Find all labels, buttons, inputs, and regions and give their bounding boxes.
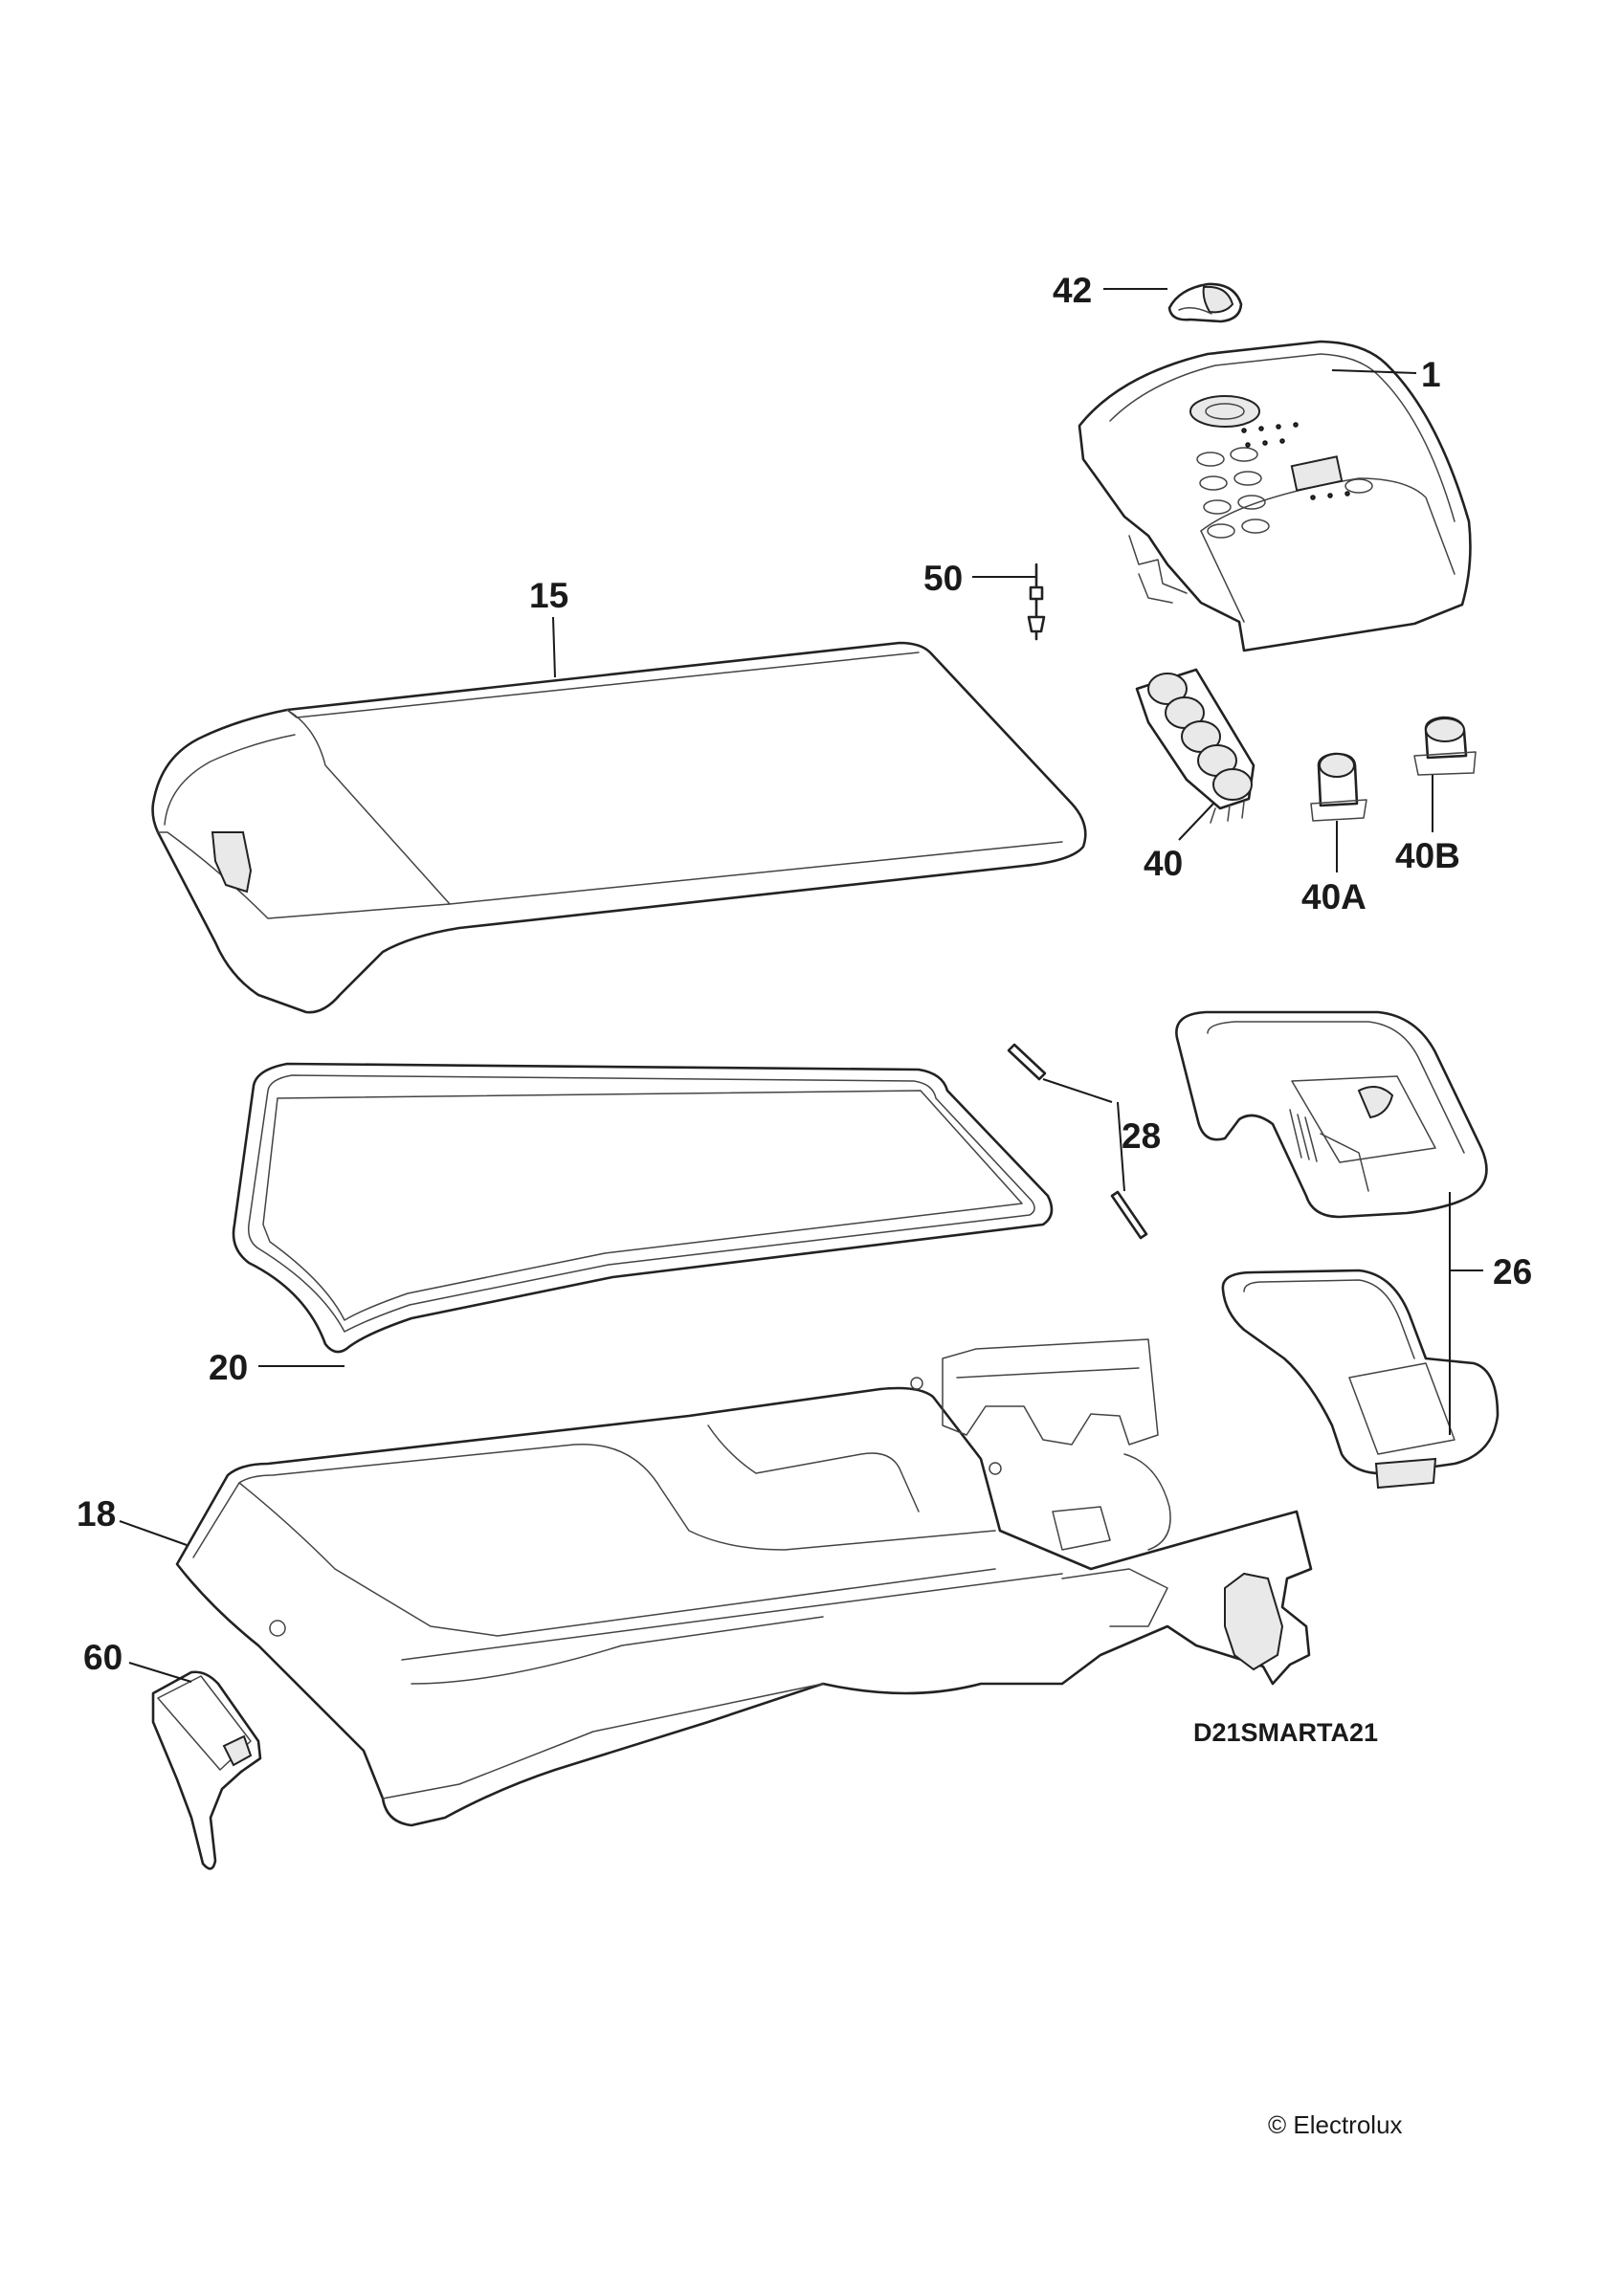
part-50-pin xyxy=(1027,563,1046,641)
part-15-lid xyxy=(151,641,1087,1014)
callout-50: 50 xyxy=(923,559,963,598)
callout-60: 60 xyxy=(83,1638,122,1677)
part-40b-button xyxy=(1413,716,1477,776)
part-26-hinge-cover-upper xyxy=(1175,1010,1488,1219)
leader-26 xyxy=(1449,1192,1483,1435)
leader-40 xyxy=(1178,803,1214,841)
leader-28a xyxy=(1042,1078,1113,1103)
part-28-hinge-pins xyxy=(1007,1043,1148,1240)
part-18-lid-frame xyxy=(175,1338,1313,1827)
callout-15: 15 xyxy=(529,576,568,615)
callout-40b: 40B xyxy=(1395,836,1460,875)
leader-60 xyxy=(128,1662,192,1683)
copyright-notice: © Electrolux xyxy=(1268,2110,1403,2139)
callout-42: 42 xyxy=(1053,271,1092,310)
leader-18 xyxy=(119,1520,188,1546)
drawing-code: D21SMARTA21 xyxy=(1193,1718,1378,1747)
part-40-button-block xyxy=(1135,668,1255,824)
callout-40: 40 xyxy=(1144,844,1183,883)
callout-20: 20 xyxy=(209,1348,248,1387)
leader-1 xyxy=(1331,369,1417,374)
part-40a-button xyxy=(1310,752,1367,822)
callout-40a: 40A xyxy=(1301,877,1366,916)
part-42-knob xyxy=(1167,282,1243,323)
callout-28: 28 xyxy=(1122,1116,1161,1156)
part-60-latch xyxy=(151,1670,262,1870)
part-20-gasket xyxy=(232,1062,1054,1354)
callout-26: 26 xyxy=(1493,1252,1532,1292)
callout-18: 18 xyxy=(77,1494,116,1534)
leader-15 xyxy=(552,616,556,678)
callout-1: 1 xyxy=(1421,355,1441,394)
part-26-hinge-cover-lower xyxy=(1221,1269,1500,1490)
leader-28b xyxy=(1117,1101,1125,1192)
part-1-control-panel xyxy=(1078,340,1472,652)
